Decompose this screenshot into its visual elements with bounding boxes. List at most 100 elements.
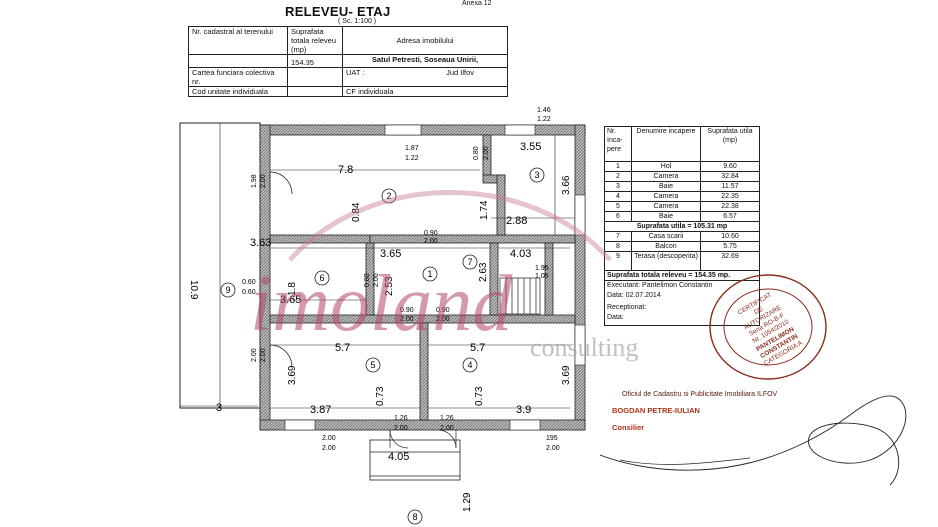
dim-1-29: 1.29 (462, 492, 473, 512)
room-marker-6 (314, 270, 330, 286)
dim-3-66: 3.66 (561, 175, 572, 195)
reception-cell: Receptionat: Data: (604, 303, 760, 326)
land-book-value (287, 67, 343, 87)
watermark-sub: consulting (530, 333, 638, 362)
dim-4-05: 4.05 (388, 451, 409, 463)
office-name: Oficiul de Cadastru si Publicitate Imobi… (622, 391, 778, 398)
floor-plan: 2 3 1 6 7 9 5 4 8 7.8 3.55 3.63 3.65 4.0… (179, 107, 586, 525)
dim-2-00e: 2.00 (400, 316, 414, 323)
executant-label: Executant: Pantelimon Constantin (607, 282, 713, 289)
dim-3-63: 3.63 (250, 237, 271, 249)
staircase (499, 277, 541, 315)
signatory-role: Consilier (612, 423, 645, 432)
room-marker-5 (365, 357, 381, 373)
dim-1-74: 1.74 (479, 200, 490, 220)
county-value: Jud Ilfov (446, 68, 474, 77)
windows (284, 124, 586, 431)
dim-1-05: 1.05 (535, 273, 549, 280)
dim-2-00j: 2.00 (440, 425, 454, 432)
total-area-label: Suprafata totala releveu (mp) (287, 26, 343, 55)
room-marker-1 (422, 266, 438, 282)
dim-1-22b: 1.22 (537, 116, 551, 123)
watermark-brand: imoland (250, 260, 513, 348)
dim-0-60a: 0.60 (242, 279, 256, 286)
total-area-value: 154.35 (287, 54, 343, 68)
dim-1-98: 1.98 (251, 174, 258, 188)
dim-2-63: 2.63 (478, 262, 489, 282)
room-markers (220, 167, 545, 525)
room-marker-4 (462, 357, 478, 373)
unit-code-label: Cod unitate individuala (188, 86, 288, 97)
dim-2-53: 2.53 (384, 276, 395, 296)
dim-0-84: 0.84 (351, 202, 362, 222)
room-label-9: 9 (225, 285, 230, 295)
dim-0-90b: 0.90 (400, 307, 414, 314)
dim-2-00f: 2.00 (436, 316, 450, 323)
watermark: imoland consulting (250, 190, 638, 362)
room-label-2: 2 (386, 191, 391, 201)
walls (259, 124, 586, 431)
room-label-4: 4 (467, 360, 472, 370)
dimension-lines (180, 123, 575, 409)
room-marker-9 (220, 282, 236, 298)
dim-10-9: 10.9 (188, 280, 199, 300)
dim-0-80b: 0.80 (364, 273, 371, 287)
dim-1-46: 1.46 (537, 107, 551, 114)
dim-3-69b: 3.69 (561, 365, 572, 385)
signatory-name: BOGDAN PETRE-IULIAN (612, 406, 700, 415)
address-value: Satul Petresti, Soseaua Unirii, (342, 54, 508, 68)
uat-label: UAT : (346, 68, 365, 77)
header-table: Nr. cadastral al terenului Suprafata tot… (188, 26, 508, 97)
dim-0-73a: 0.73 (375, 386, 386, 406)
dim-0-90a: 0.90 (424, 230, 438, 237)
dim-2-00m: 2.00 (546, 445, 560, 452)
dim-195: 195 (546, 435, 558, 442)
unit-code-value (287, 86, 343, 97)
room-label-6: 6 (319, 273, 324, 283)
dim-5-7b: 5.7 (470, 342, 485, 354)
dim-4-03: 4.03 (510, 248, 531, 260)
dim-3-65b: 3.65 (280, 294, 301, 306)
handwritten-signature (600, 395, 907, 486)
dim-1-87: 1.87 (405, 145, 419, 152)
room-label-5: 5 (370, 360, 375, 370)
room-label-8: 8 (412, 512, 417, 522)
dim-2-00k: 2.00 (322, 435, 336, 442)
dim-1-22a: 1.22 (405, 155, 419, 162)
dim-0-80: 0.80 (473, 146, 480, 160)
dim-3-65a: 3.65 (380, 248, 401, 260)
doors (269, 171, 457, 449)
cf-label: CF individuala (342, 86, 508, 97)
room-marker-8 (407, 509, 423, 525)
dim-7-8: 7.8 (338, 164, 353, 176)
dim-0-60b: 0.60 (242, 289, 256, 296)
authorization-stamp: CERTIFICAT DE AUTORIZARE Seria RO-B-F Nr… (709, 274, 827, 380)
dim-1-26a: 1.26 (394, 415, 408, 422)
dim-0-73b: 0.73 (474, 386, 485, 406)
scale-label: ( Sc. 1:100 ) (338, 18, 377, 25)
rooms-col-area: Suprafata utila (mp) (700, 126, 760, 162)
rooms-col-name: Denumire incapere (631, 126, 701, 162)
dim-2-00d: 2.00 (373, 273, 380, 287)
dim-2-00g: 2.00 (251, 348, 258, 362)
dim-1-8: 1.8 (287, 282, 298, 296)
dim-1-95: 1.95 (535, 265, 549, 272)
dim-2-00b: 2.00 (260, 174, 267, 188)
reception-label: Receptionat: (607, 304, 647, 311)
room-label-3: 3 (534, 170, 539, 180)
balcony (369, 439, 461, 481)
dim-2-00i: 2.00 (394, 425, 408, 432)
annex-label: Anexa 12 (462, 0, 492, 7)
room-label-1: 1 (427, 269, 432, 279)
room-marker-7 (462, 254, 478, 270)
dim-3-87: 3.87 (310, 404, 331, 416)
reception-date: Data: (607, 314, 624, 321)
page-title: RELEVEU- ETAJ (285, 4, 391, 19)
land-book-label: Cartea funciara colectiva nr. (188, 67, 288, 87)
dim-1-26b: 1.26 (440, 415, 454, 422)
dim-3-9: 3.9 (516, 404, 531, 416)
dim-3-55: 3.55 (520, 141, 541, 153)
